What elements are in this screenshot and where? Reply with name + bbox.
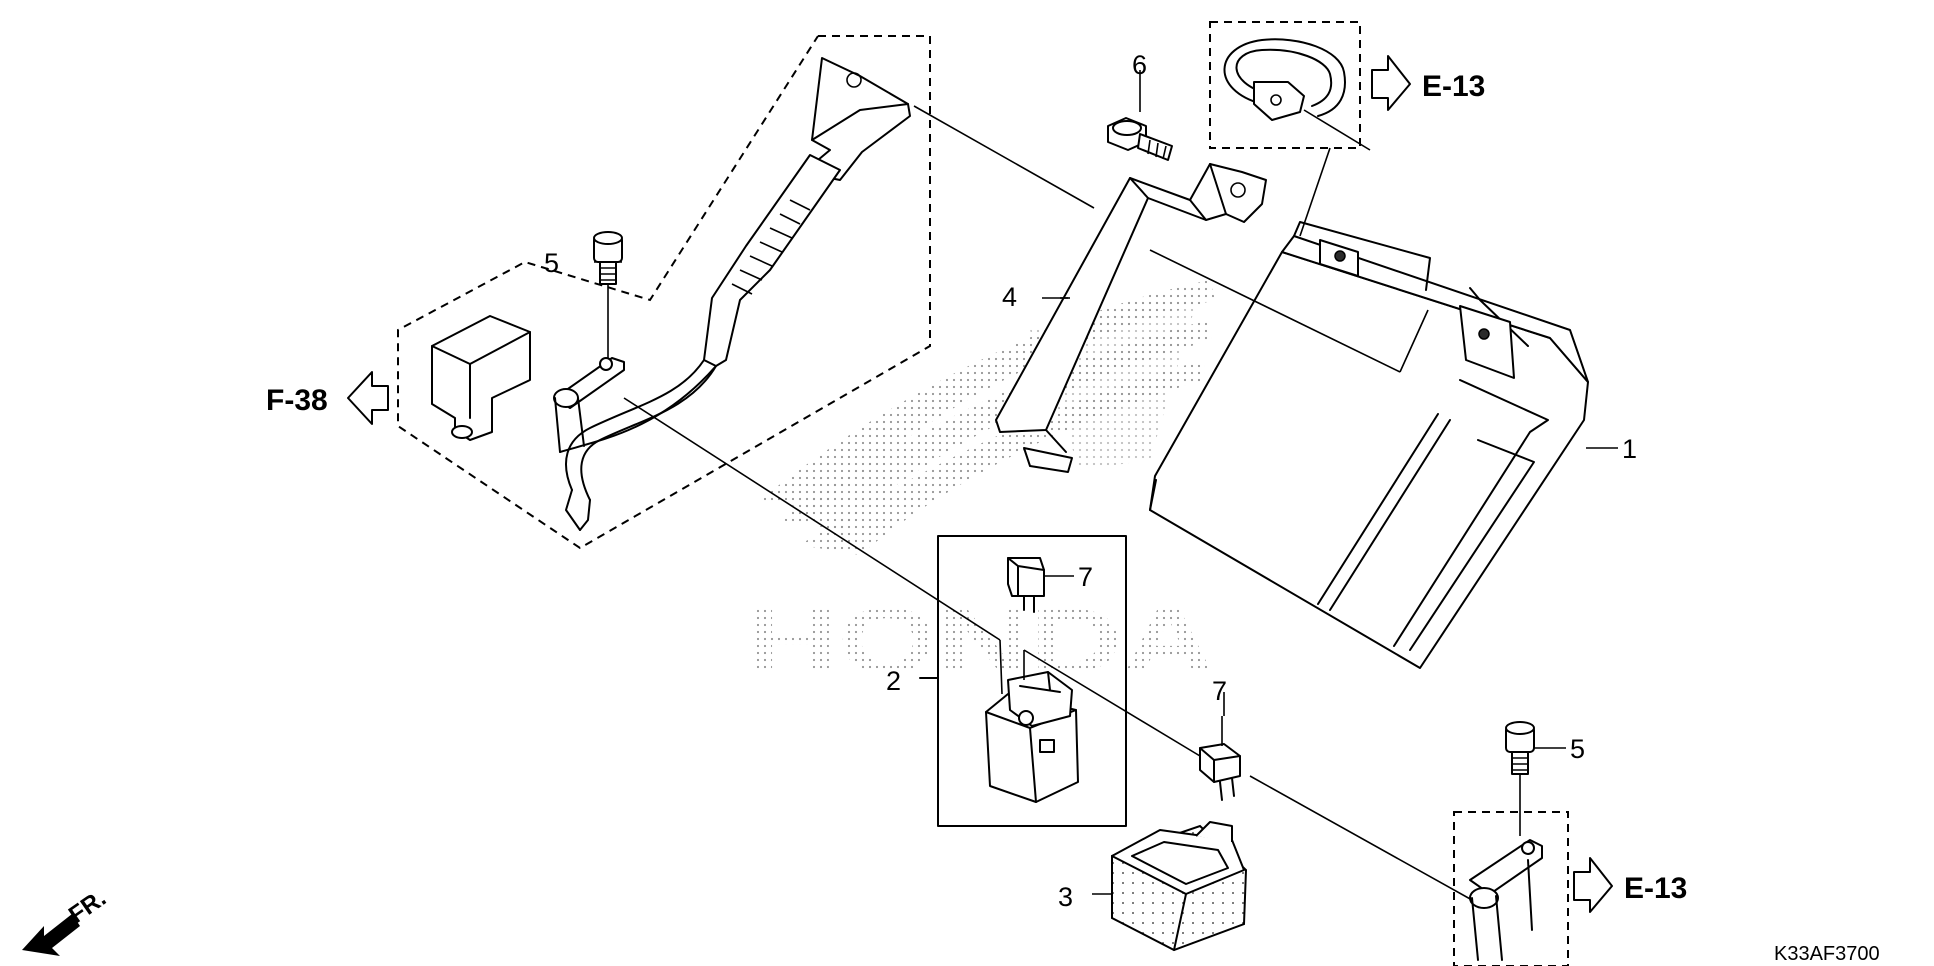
fuse-lower xyxy=(1199,716,1241,801)
ref-arrow-e13-bottom xyxy=(1573,857,1613,913)
battery-band xyxy=(995,163,1267,473)
ref-arrow-f38 xyxy=(347,371,389,425)
callout-4: 4 xyxy=(1002,282,1017,312)
ref-arrow-e13-top xyxy=(1371,55,1411,111)
flange-bolt xyxy=(1107,117,1173,161)
callout-6: 6 xyxy=(1132,50,1147,80)
terminal-cover xyxy=(431,315,531,441)
callout-7-lower: 7 xyxy=(1212,676,1227,706)
bolt-lower xyxy=(1505,721,1535,836)
battery-cable xyxy=(553,57,911,531)
ref-label-e13-top: E-13 xyxy=(1422,70,1485,103)
leader-lines xyxy=(594,70,1618,901)
relay xyxy=(985,671,1079,803)
ref-label-f38: F-38 xyxy=(266,384,328,417)
watermark-text: HONDA xyxy=(745,590,1215,692)
callout-5-upper: 5 xyxy=(544,248,559,278)
relay-cover xyxy=(1111,821,1248,952)
ref-label-e13-bottom: E-13 xyxy=(1624,872,1687,905)
fuse-upper xyxy=(1007,557,1074,613)
e13-top-group xyxy=(1209,21,1371,237)
callout-7-upper: 7 xyxy=(1078,562,1093,592)
honda-watermark: HONDA xyxy=(745,280,1215,692)
callout-2: 2 xyxy=(886,666,901,696)
battery xyxy=(1149,221,1589,669)
relay-group-box xyxy=(919,535,1127,827)
diagram-code: K33AF3700 xyxy=(1774,943,1880,965)
callout-5-lower: 5 xyxy=(1570,734,1585,764)
e13-bottom-group xyxy=(1453,811,1569,966)
callout-3: 3 xyxy=(1058,882,1073,912)
callout-1: 1 xyxy=(1622,434,1637,464)
front-arrow-icon xyxy=(22,914,80,956)
bolt-upper xyxy=(593,231,623,358)
